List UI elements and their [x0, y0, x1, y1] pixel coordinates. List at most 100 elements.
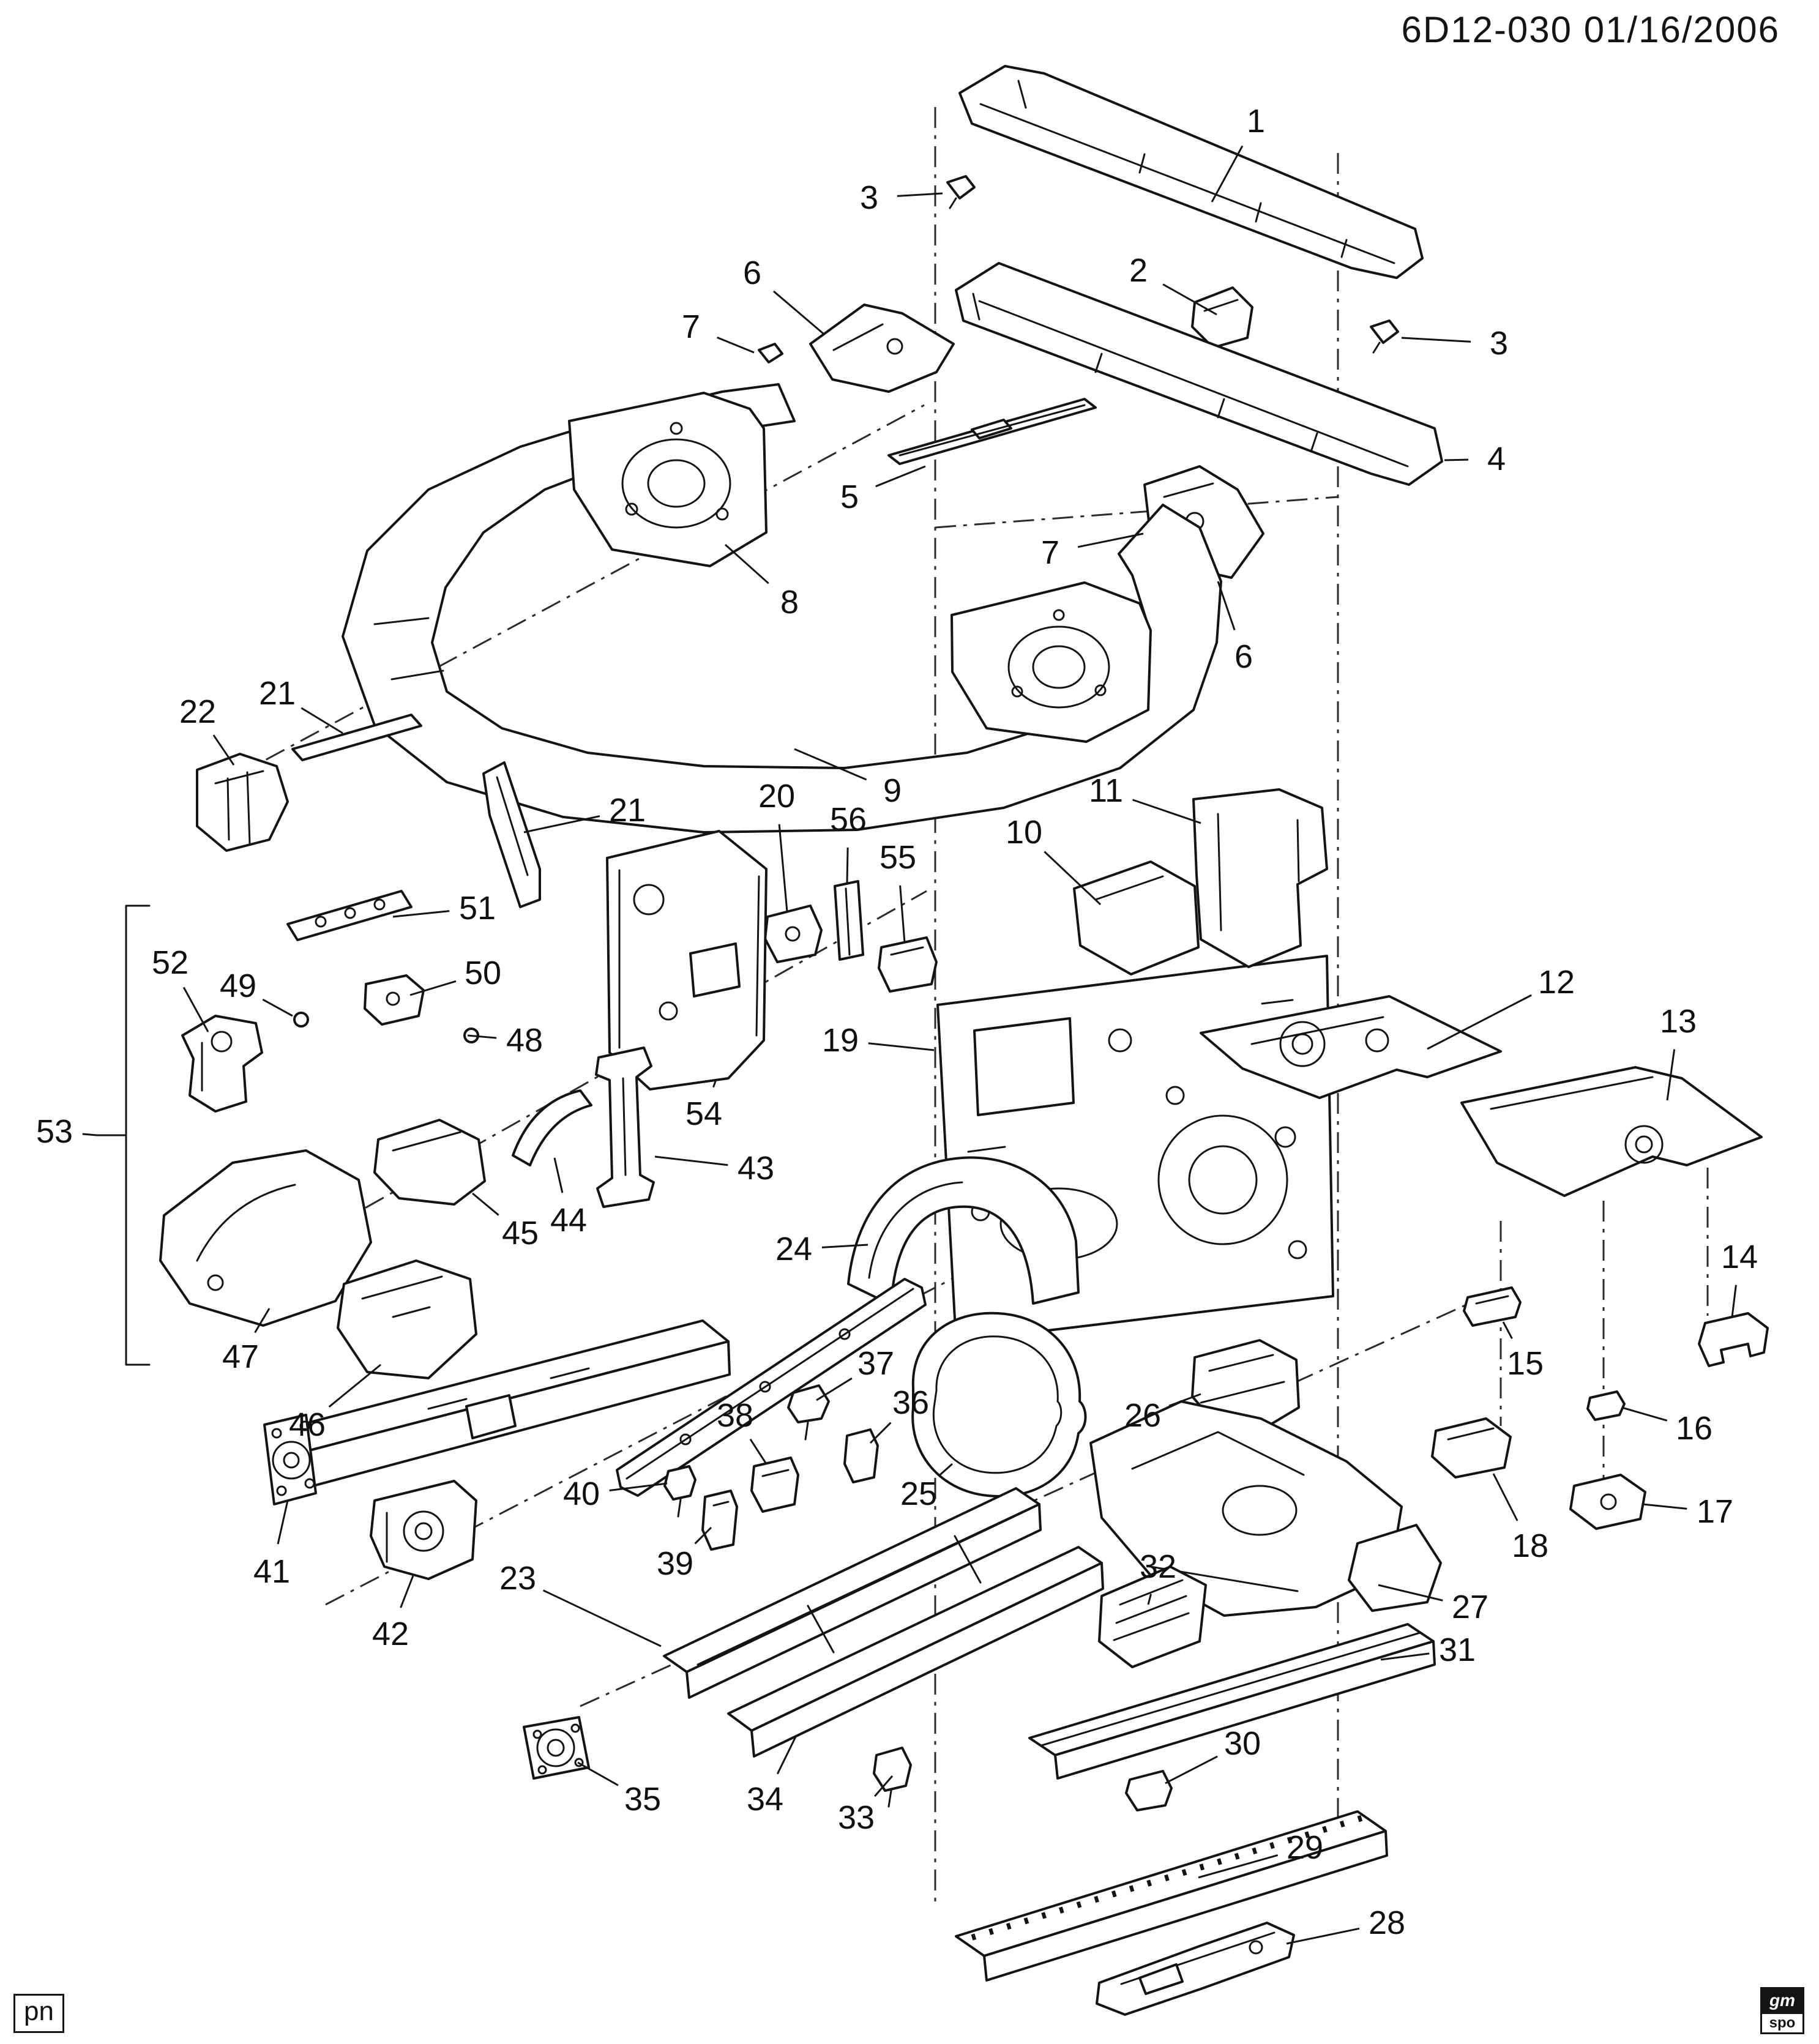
- part-22-bracket: [196, 753, 289, 852]
- callout-leader: [816, 1377, 853, 1401]
- part-21-strip-upper: [291, 714, 422, 761]
- callout-leader: [794, 748, 867, 781]
- callout-leader: [301, 707, 343, 734]
- part-38-bracket: [750, 1457, 799, 1513]
- part-6-bracket-left: [809, 304, 955, 393]
- part-45-bracket: [373, 1119, 486, 1206]
- callout-label: 28: [1369, 1904, 1405, 1941]
- part-25-gasket: [911, 1311, 1087, 1498]
- callout-leader: [254, 1308, 271, 1333]
- callout-leader: [1147, 1594, 1152, 1605]
- callout-leader: [868, 1042, 935, 1051]
- callout-label: 7: [682, 308, 700, 345]
- callout-label: 14: [1721, 1239, 1758, 1275]
- callout-leader: [182, 987, 209, 1032]
- part-28-rail: [1096, 1922, 1295, 2016]
- callout-label: 39: [657, 1545, 693, 1582]
- callout-label: 9: [883, 772, 902, 809]
- part-41-front-rail: [263, 1319, 731, 1505]
- part-8-9-front-end-frame: [342, 383, 1222, 834]
- callout-leader: [1621, 1406, 1668, 1422]
- callout-label: 3: [860, 179, 878, 216]
- callout-leader: [1211, 145, 1244, 203]
- callout-label: 40: [563, 1475, 600, 1512]
- part-30-clip: [1125, 1770, 1173, 1811]
- gm-spo-logo: gm spo: [1760, 1987, 1804, 2034]
- page-label: pn: [13, 1994, 64, 2033]
- callout-leader: [939, 1463, 953, 1476]
- callout-leader: [609, 1482, 668, 1491]
- callout-label: 10: [1006, 814, 1042, 851]
- callout-label: 17: [1697, 1493, 1733, 1530]
- callout-label: 35: [624, 1781, 661, 1818]
- callout-label: 50: [465, 955, 501, 991]
- callout-label: 21: [259, 675, 296, 712]
- part-40-clip: [663, 1465, 697, 1518]
- callout-label: 33: [838, 1799, 875, 1836]
- part-10-bracket: [1073, 860, 1200, 975]
- callout-label: 36: [892, 1384, 929, 1421]
- callout-leader: [392, 910, 450, 918]
- callout-leader: [1427, 994, 1532, 1050]
- callout-label: 30: [1224, 1725, 1261, 1762]
- callout-label: 42: [372, 1616, 409, 1652]
- part-51-strip: [286, 890, 413, 941]
- callout-leader: [82, 1133, 97, 1136]
- callout-label: 31: [1439, 1632, 1476, 1668]
- part-35-plate: [523, 1716, 590, 1780]
- callout-label: 6: [743, 255, 761, 291]
- callout-leader: [875, 465, 926, 488]
- part-46-panel: [337, 1259, 477, 1379]
- callout-leader: [1077, 532, 1144, 548]
- callout-leader: [1380, 1652, 1430, 1661]
- callout-label: 6: [1234, 638, 1253, 675]
- part-11-panel: [1192, 788, 1328, 968]
- callout-label: 27: [1452, 1589, 1488, 1625]
- callout-label: 55: [880, 839, 916, 876]
- callout-label: 25: [900, 1475, 937, 1512]
- callout-leader: [1217, 581, 1236, 630]
- part-31-sill-panel: [1028, 1623, 1436, 1780]
- part-2-bracket: [1191, 286, 1253, 349]
- callout-label: 26: [1124, 1397, 1161, 1434]
- callout-label: 37: [857, 1345, 894, 1382]
- callout-label: 34: [747, 1781, 783, 1818]
- part-33-clip: [873, 1747, 912, 1808]
- callout-leader: [542, 1589, 662, 1647]
- callout-leader: [523, 815, 600, 834]
- callout-leader: [1666, 1049, 1676, 1101]
- part-1-cowl-top-panel: [958, 65, 1424, 279]
- callout-label: 4: [1487, 441, 1506, 477]
- callout-leader: [1378, 1584, 1443, 1602]
- callout-leader: [1731, 1285, 1737, 1318]
- callout-label: 45: [502, 1215, 539, 1251]
- callout-leader: [1132, 799, 1201, 824]
- part-32-bracket: [1098, 1565, 1207, 1668]
- part-26-bracket: [1191, 1339, 1300, 1431]
- callout-label: 12: [1538, 964, 1575, 1001]
- part-55-bracket: [878, 936, 938, 993]
- callout-leader: [328, 1363, 381, 1408]
- part-29-rocker-panel: [955, 1810, 1388, 1982]
- part-44-strip: [512, 1089, 592, 1166]
- callout-label: 51: [459, 890, 496, 927]
- part-3-clip-front: [946, 175, 976, 209]
- part-13-floor-panel: [1460, 1066, 1763, 1197]
- callout-leader: [277, 1500, 289, 1545]
- callout-leader: [897, 192, 943, 197]
- callout-leader: [1492, 1473, 1518, 1521]
- callout-label: 47: [222, 1338, 259, 1375]
- part-56-bracket: [834, 880, 864, 961]
- part-17-bracket: [1569, 1474, 1646, 1530]
- callout-label: 38: [717, 1397, 753, 1434]
- callout-leader: [1162, 283, 1217, 316]
- callout-leader: [262, 998, 293, 1017]
- part-52-bracket: [181, 1015, 263, 1113]
- callout-label: 52: [152, 944, 189, 981]
- callout-label: 44: [550, 1202, 587, 1239]
- part-23-sill-rail: [616, 1278, 927, 1497]
- part-34-floor-rails: [663, 1487, 1104, 1758]
